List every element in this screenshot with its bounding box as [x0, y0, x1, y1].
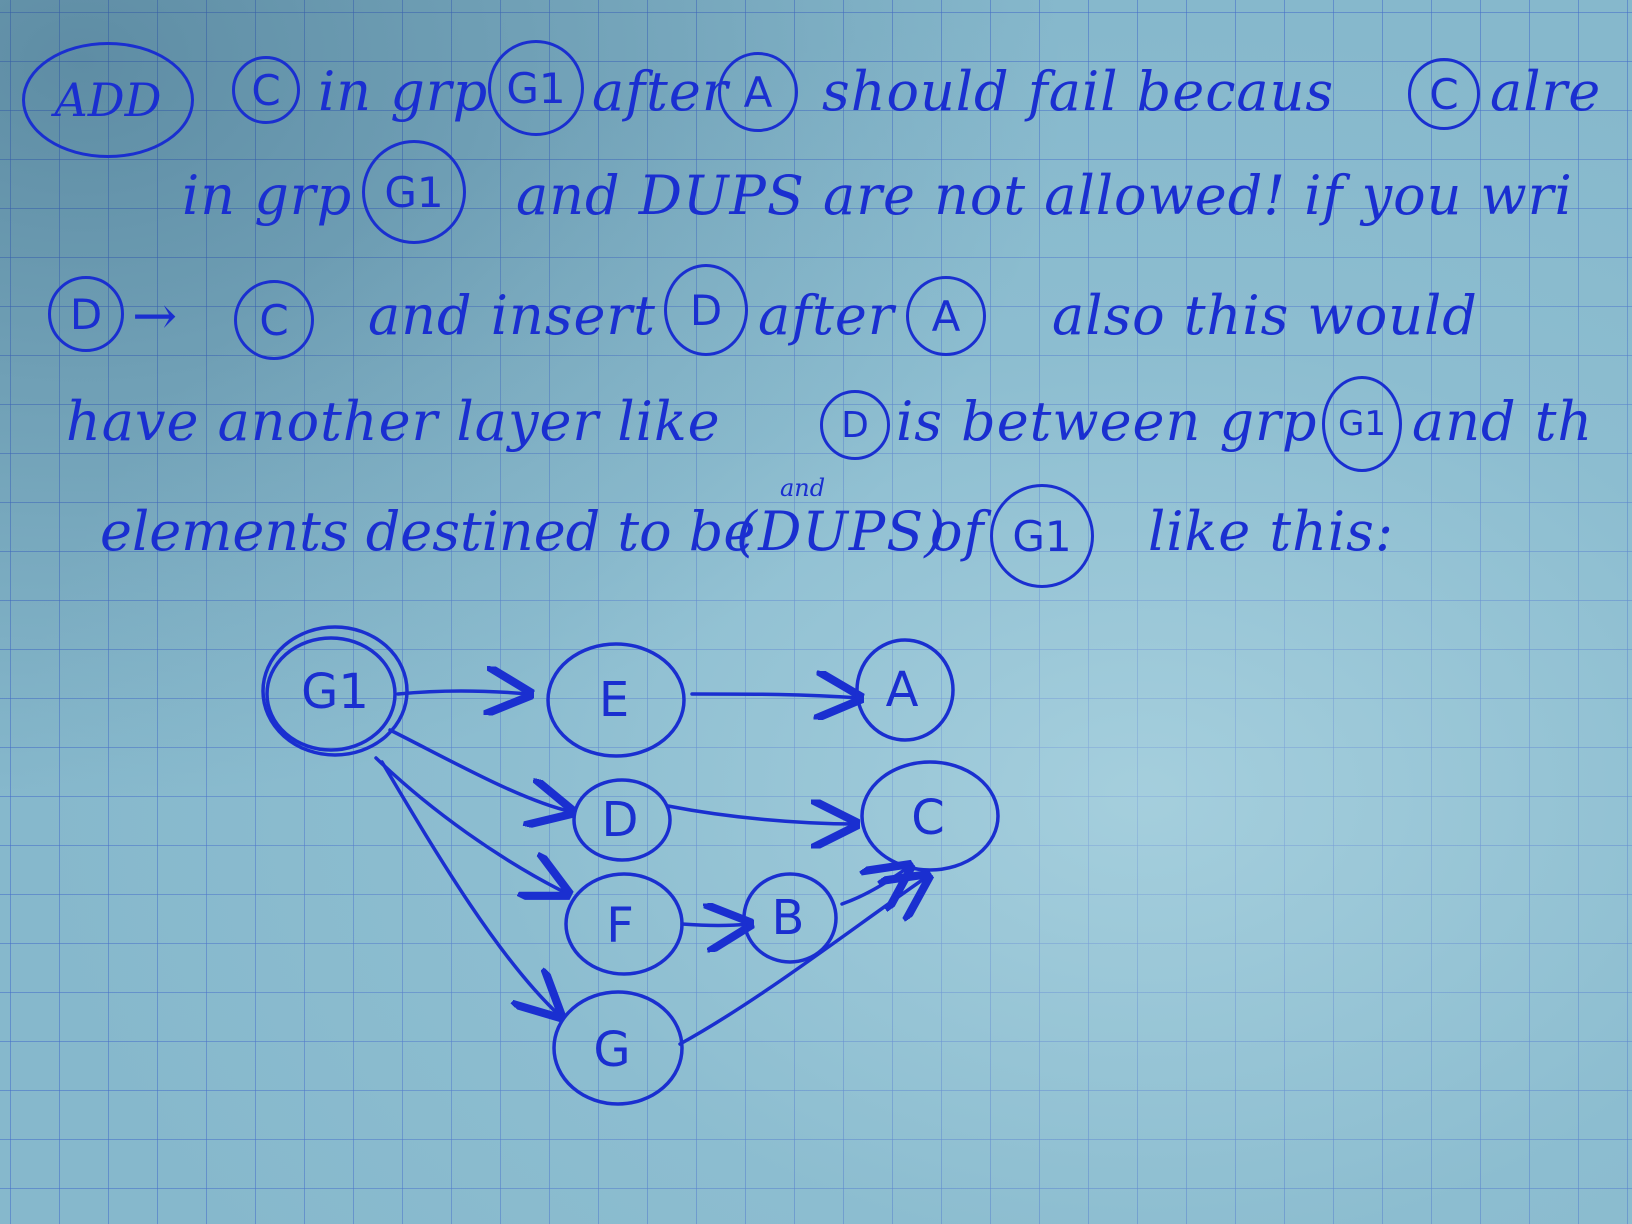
line5-superscript: and [780, 474, 826, 502]
line5-text-4: like this: [1148, 500, 1395, 563]
edge-e-a [690, 694, 860, 698]
circled-g1-2: G1 [362, 140, 466, 244]
line4-text-3: and th [1412, 390, 1594, 453]
line4-text-1: have another layer like [66, 390, 721, 453]
line3-text-2: after [758, 284, 895, 347]
line1-text-4: alre [1490, 60, 1602, 123]
circled-a-1: A [718, 52, 798, 132]
circled-d-2: D [664, 264, 748, 356]
line3-text-1: and insert [368, 284, 656, 347]
svg-text:C: C [911, 790, 945, 846]
line3-text-3: also this would [1052, 284, 1478, 347]
node-f: F [564, 872, 684, 976]
add-badge-text: ADD [54, 73, 162, 127]
edge-g1-d [388, 728, 572, 812]
svg-text:F: F [606, 898, 634, 954]
node-a: A [855, 638, 955, 742]
line1-text-3: should fail becaus [822, 60, 1335, 123]
line2-text-1: in grp [182, 164, 353, 227]
circled-g1-4: G1 [990, 484, 1094, 588]
edge-g1-e [396, 691, 530, 694]
line4-text-2: is between grp [896, 390, 1318, 453]
line5-text-2: (DUPS) [736, 500, 947, 563]
node-g1: G1 [261, 625, 409, 757]
node-e: E [546, 642, 686, 758]
line3-arrow: → [132, 284, 179, 347]
circled-d-3: D [820, 390, 890, 460]
line1-text-1: in grp [318, 60, 489, 123]
edge-g-c [678, 876, 928, 1046]
node-c: C [860, 760, 1000, 872]
edge-f-b [680, 924, 750, 926]
circled-d-1: D [48, 276, 124, 352]
circled-c-3: C [234, 280, 314, 360]
node-d: D [572, 778, 672, 862]
edge-b-c [840, 866, 910, 904]
line1-text-2: after [592, 60, 729, 123]
svg-text:G1: G1 [301, 664, 369, 720]
edge-g1-g [380, 760, 560, 1016]
line2-text-2: and DUPS are not allowed! if you wri [516, 164, 1573, 227]
node-g: G [552, 990, 684, 1106]
circled-c-2: C [1408, 58, 1480, 130]
add-badge-circle: ADD [22, 42, 194, 158]
line5-text-3: of [930, 500, 985, 563]
line5-text-1: elements destined to be [100, 500, 756, 563]
svg-text:A: A [886, 662, 919, 718]
circled-a-2: A [906, 276, 986, 356]
svg-text:D: D [602, 792, 639, 848]
edge-g1-f [374, 756, 568, 894]
circled-c-1: C [232, 56, 300, 124]
circled-g1-1: G1 [488, 40, 584, 136]
circled-g1-3: G1 [1322, 376, 1402, 472]
svg-text:E: E [599, 672, 629, 728]
node-b: B [742, 872, 838, 964]
svg-text:B: B [772, 890, 805, 946]
edge-d-c [666, 806, 856, 824]
svg-text:G: G [593, 1022, 630, 1078]
